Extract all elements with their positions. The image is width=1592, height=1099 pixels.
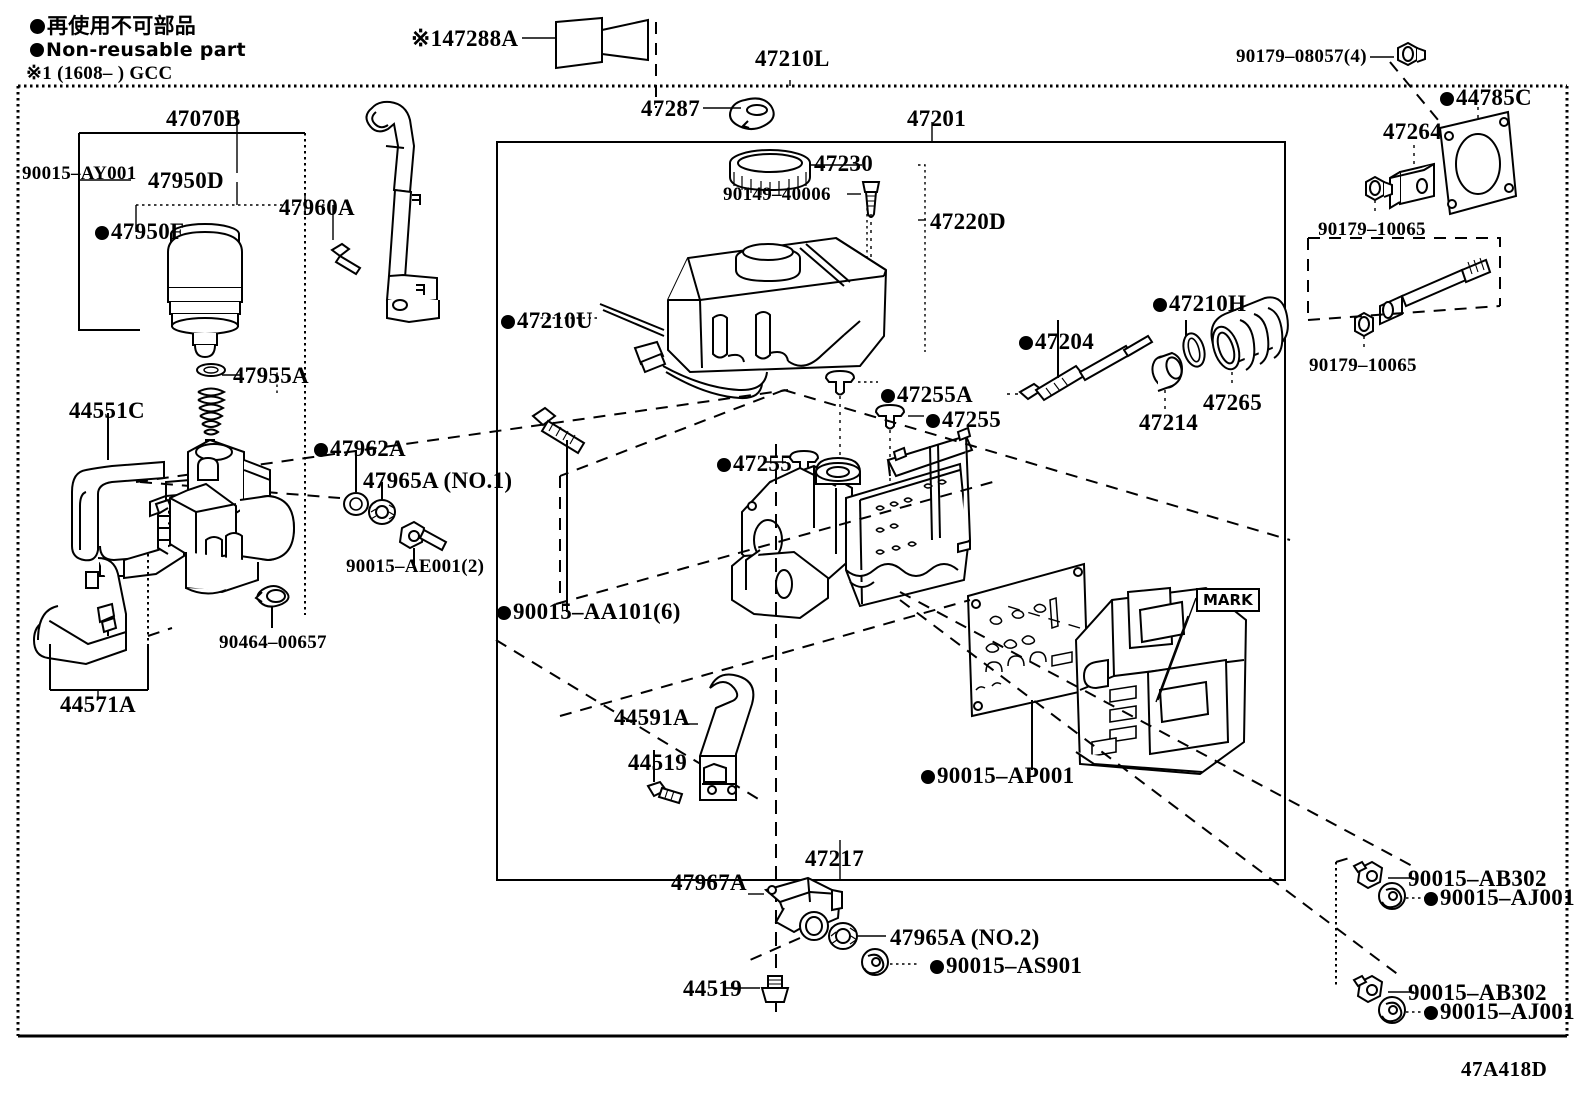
part-label-147288A: ※147288A [411, 26, 519, 51]
part-label-90015-AJ001-b: 90015–AJ001 [1424, 999, 1575, 1025]
part-label-47950D: 47950D [148, 168, 224, 193]
part-label-47255A: 47255A [881, 382, 973, 408]
part-label-47965A-no1-suffix: (NO.1) [443, 468, 513, 493]
legend-japanese: 再使用不可部品 [30, 10, 196, 40]
part-label-47210L: 47210L [755, 46, 830, 71]
nonreusable-dot-icon-7 [926, 414, 940, 428]
legend-english: Non-reusable part [30, 39, 246, 61]
mark-callout-box: MARK [1196, 588, 1260, 612]
nonreusable-dot-icon-14 [930, 960, 944, 974]
nonreusable-dot-icon-5 [501, 315, 515, 329]
part-label-90179-08057: 90179–08057(4) [1236, 46, 1367, 67]
part-label-47214: 47214 [1139, 410, 1198, 435]
part-label-47210H: 47210H [1153, 291, 1246, 317]
nonreusable-dot-icon-12 [497, 606, 511, 620]
part-label-90015-AJ001-a: 90015–AJ001 [1424, 885, 1575, 911]
part-label-47967A: 47967A [671, 870, 747, 895]
nonreusable-dot-icon-16 [1424, 1006, 1438, 1020]
part-label-44785C: 44785C [1440, 85, 1532, 111]
nonreusable-dot-icon-3 [95, 226, 109, 240]
part-label-44551C: 44551C [69, 398, 145, 423]
part-label-47255-b: 47255 [926, 407, 1001, 433]
part-label-90015-AY001: 90015–AY001 [22, 163, 137, 184]
part-label-47070B: 47070B [166, 106, 241, 131]
part-label-90015-AA101: 90015–AA101(6) [497, 599, 681, 625]
part-label-47230: 47230 [814, 151, 873, 176]
part-label-90149-40006: 90149–40006 [723, 184, 831, 205]
part-label-90015-AB302-a: 90015–AB302 [1408, 866, 1547, 891]
nonreusable-dot-icon-8 [717, 458, 731, 472]
part-label-44519-b: 44519 [683, 976, 742, 1001]
part-label-47962A: 47962A [314, 436, 406, 462]
part-label-47217: 47217 [805, 846, 864, 871]
legend-note: ※1 (1608– ) GCC [26, 63, 173, 84]
nonreusable-dot-icon-6 [881, 389, 895, 403]
nonreusable-dot-icon-15 [1424, 892, 1438, 906]
part-label-90179-10065-b: 90179–10065 [1309, 355, 1417, 376]
part-label-47210U: 47210U [501, 308, 593, 334]
part-label-47264: 47264 [1383, 119, 1442, 144]
part-label-47965A-no2: 47965A (NO.2) [890, 925, 1040, 950]
part-label-47287: 47287 [641, 96, 700, 121]
part-label-47201: 47201 [907, 106, 966, 131]
part-label-90015-AB302-b: 90015–AB302 [1408, 980, 1547, 1005]
part-label-90015-AE001: 90015–AE001(2) [346, 556, 485, 577]
part-label-47955A: 47955A [233, 363, 309, 388]
part-label-90015-AS901: 90015–AS901 [930, 953, 1082, 979]
part-label-90015-AP001: 90015–AP001 [921, 763, 1074, 789]
part-label-44571A: 44571A [60, 692, 136, 717]
part-label-44519-a: 44519 [628, 750, 687, 775]
nonreusable-dot-icon-9 [1019, 336, 1033, 350]
diagram-code: 47A418D [1461, 1057, 1548, 1081]
nonreusable-dot-icon-11 [1440, 92, 1454, 106]
nonreusable-dot-icon-10 [1153, 298, 1167, 312]
part-label-47950F: 47950F [95, 219, 184, 245]
part-label-47220D: 47220D [930, 209, 1006, 234]
part-label-47255-c: 47255 [717, 451, 792, 477]
part-label-47265: 47265 [1203, 390, 1262, 415]
part-label-90179-10065-a: 90179–10065 [1318, 219, 1426, 240]
part-label-90464-00657: 90464–00657 [219, 632, 327, 653]
part-label-47965A-no2-suffix: (NO.2) [970, 925, 1040, 950]
nonreusable-dot-icon-13 [921, 770, 935, 784]
part-label-47960A: 47960A [279, 195, 355, 220]
nonreusable-dot-icon [30, 19, 45, 34]
nonreusable-dot-icon-4 [314, 443, 328, 457]
part-label-47965A-no1: 47965A (NO.1) [363, 468, 513, 493]
part-label-44591A: 44591A [614, 705, 690, 730]
nonreusable-dot-icon-2 [30, 43, 44, 57]
part-label-47204: 47204 [1019, 329, 1094, 355]
